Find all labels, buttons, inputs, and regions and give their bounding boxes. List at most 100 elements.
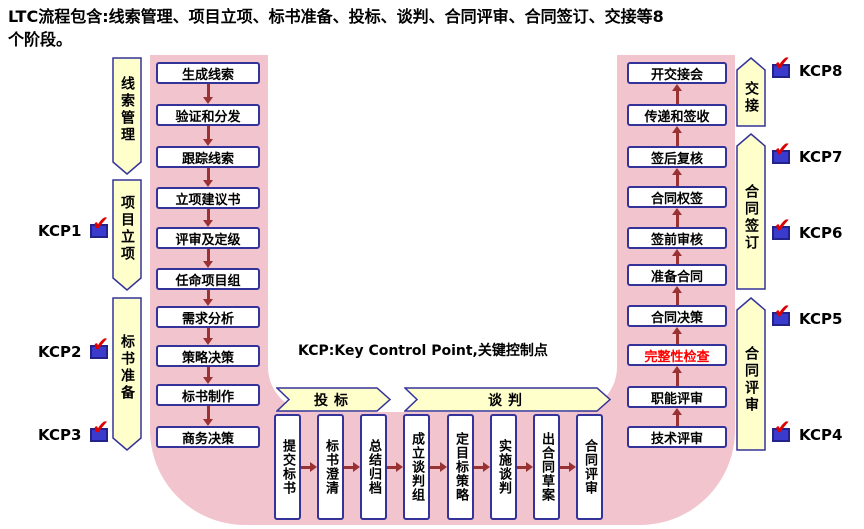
- kcp-label: KCP4: [799, 426, 843, 444]
- red-check-icon: ✔: [774, 51, 791, 75]
- bottom-flow-step: 成立谈判组: [403, 414, 430, 520]
- right-flow-step: 开交接会: [627, 62, 727, 84]
- phase-label: 合同评审: [743, 346, 759, 414]
- left-flow-step: 需求分析: [156, 306, 260, 328]
- down-arrow-connector: [203, 168, 213, 187]
- up-arrow-connector: [672, 208, 682, 227]
- phase-arrow-contract-signing: 合同签订: [736, 133, 766, 290]
- left-flow-step: 跟踪线索: [156, 146, 260, 168]
- down-arrow-connector: [203, 249, 213, 268]
- bottom-flow-step: 合同评审: [576, 414, 603, 520]
- right-flow-step: 准备合同: [627, 264, 727, 286]
- right-flow-step: 签前审核: [627, 227, 727, 249]
- left-flow-step: 验证和分发: [156, 104, 260, 126]
- chevron-arrow-shape: [276, 387, 392, 412]
- right-arrow-connector: [474, 462, 490, 472]
- phase-arrow-bid-preparation: 标书准备: [112, 297, 142, 451]
- red-check-icon: ✔: [774, 137, 791, 161]
- kcp-label: KCP1: [38, 222, 82, 240]
- left-flow-step: 立项建议书: [156, 187, 260, 209]
- checked-checkbox-icon: ✔: [90, 334, 109, 359]
- kcp5-marker: ✔ KCP5: [772, 301, 843, 328]
- right-flow-step: 传递和签收: [627, 104, 727, 126]
- red-check-icon: ✔: [92, 332, 110, 356]
- bottom-flow-step: 实施谈判: [490, 414, 517, 520]
- phase-label: 项目立项: [119, 195, 135, 263]
- left-flow-step: 任命项目组: [156, 268, 260, 290]
- checked-checkbox-icon: ✔: [772, 215, 791, 240]
- right-flow-step: 职能评审: [627, 386, 727, 408]
- kcp7-marker: ✔ KCP7: [772, 139, 842, 166]
- kcp-label: KCP8: [799, 62, 843, 80]
- red-check-icon: ✔: [774, 213, 791, 237]
- phase-label: 线索管理: [119, 76, 135, 144]
- left-flow-step: 评审及定级: [156, 227, 260, 249]
- right-arrow-connector: [344, 462, 360, 472]
- down-arrow-shape: [112, 57, 142, 175]
- phase-label: 交接: [743, 81, 759, 115]
- checked-checkbox-icon: ✔: [90, 417, 109, 442]
- up-arrow-connector: [672, 249, 682, 264]
- down-arrow-connector: [203, 328, 213, 345]
- kcp-definition-note: KCP:Key Control Point,关键控制点: [298, 343, 548, 359]
- down-arrow-connector: [203, 406, 213, 426]
- kcp3-marker: KCP3 ✔: [38, 417, 109, 444]
- right-flow-step: 合同权签: [627, 186, 727, 208]
- up-arrow-connector: [672, 168, 682, 186]
- up-arrow-connector: [672, 327, 682, 344]
- red-check-icon: ✔: [774, 299, 791, 323]
- banner-label: 投标: [314, 392, 354, 409]
- checked-checkbox-icon: ✔: [772, 53, 791, 78]
- right-arrow-connector: [517, 462, 533, 472]
- right-flow-step: 签后复核: [627, 146, 727, 168]
- kcp-label: KCP3: [38, 426, 82, 444]
- diagram-title: LTC流程包含:线索管理、项目立项、标书准备、投标、谈判、合同评审、合同签订、交…: [8, 5, 860, 51]
- checked-checkbox-icon: ✔: [772, 417, 791, 442]
- down-arrow-shape: [112, 297, 142, 451]
- bottom-flow-step: 提交标书: [274, 414, 301, 520]
- down-arrow-shape: [112, 179, 142, 291]
- red-check-icon: ✔: [92, 211, 110, 235]
- up-arrow-connector: [672, 84, 682, 104]
- bottom-flow-step: 定目标策略: [447, 414, 474, 520]
- banner-label: 谈判: [488, 392, 528, 409]
- phase-arrow-lead-management: 线索管理: [112, 57, 142, 175]
- left-flow-step: 生成线索: [156, 62, 260, 84]
- negotiation-banner-arrow: 谈判: [404, 387, 612, 412]
- left-flow-step: 策略决策: [156, 345, 260, 367]
- up-arrow-shape: [736, 57, 766, 127]
- right-flow-step-completeness-check: 完整性检查: [627, 344, 727, 366]
- bottom-flow-step: 总结归档: [360, 414, 387, 520]
- kcp6-marker: ✔ KCP6: [772, 215, 843, 242]
- checked-checkbox-icon: ✔: [90, 213, 109, 238]
- title-line-1: LTC流程包含:线索管理、项目立项、标书准备、投标、谈判、合同评审、合同签订、交…: [8, 7, 664, 26]
- right-flow-step: 技术评审: [627, 426, 727, 448]
- kcp-label: KCP6: [799, 224, 843, 242]
- kcp4-marker: ✔ KCP4: [772, 417, 843, 444]
- down-arrow-connector: [203, 290, 213, 306]
- phase-arrow-contract-review: 合同评审: [736, 297, 766, 451]
- kcp2-marker: KCP2 ✔: [38, 334, 109, 361]
- down-arrow-connector: [203, 126, 213, 146]
- kcp-label: KCP5: [799, 310, 843, 328]
- bid-banner-arrow: 投标: [276, 387, 392, 412]
- phase-label: 合同签订: [743, 183, 759, 252]
- bottom-flow-step: 标书澄清: [317, 414, 344, 520]
- up-arrow-connector: [672, 126, 682, 146]
- phase-label: 标书准备: [119, 334, 135, 402]
- kcp1-marker: KCP1 ✔: [38, 213, 109, 240]
- phase-arrow-project-initiation: 项目立项: [112, 179, 142, 291]
- kcp8-marker: ✔ KCP8: [772, 53, 843, 80]
- up-arrow-connector: [672, 366, 682, 386]
- down-arrow-connector: [203, 367, 213, 384]
- red-check-icon: ✔: [92, 415, 110, 439]
- phase-arrow-handover: 交接: [736, 57, 766, 127]
- right-flow-step: 合同决策: [627, 305, 727, 327]
- checked-checkbox-icon: ✔: [772, 301, 791, 326]
- left-flow-step: 标书制作: [156, 384, 260, 406]
- u-shape-inner-cutout: [268, 55, 617, 412]
- down-arrow-connector: [203, 84, 213, 104]
- up-arrow-shape: [736, 133, 766, 290]
- right-arrow-connector: [301, 462, 317, 472]
- right-arrow-connector: [560, 462, 576, 472]
